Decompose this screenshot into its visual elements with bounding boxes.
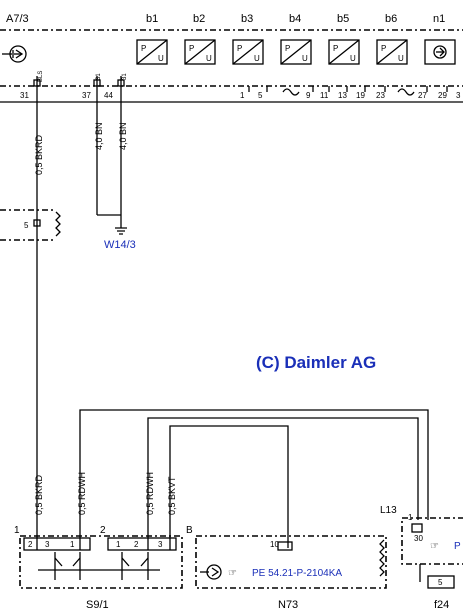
n73-reference: PE 54.21-P-2104KA — [252, 568, 342, 579]
sensor-box-b5: P U — [328, 39, 360, 65]
pin-44: 44 — [104, 91, 113, 100]
wire-label-top-bn2: 4,0 BN — [118, 122, 128, 150]
svg-text:2: 2 — [134, 540, 139, 549]
component-label-b5: b5 — [337, 13, 349, 25]
connector-label-bls: BLS — [38, 71, 44, 82]
ground-point-label: W14/3 — [104, 239, 136, 251]
wire-bkvt — [169, 425, 289, 550]
svg-text:P: P — [285, 44, 290, 53]
svg-text:2: 2 — [28, 540, 33, 549]
svg-text:U: U — [158, 54, 164, 63]
sensor-box-b1: P U — [136, 39, 168, 65]
pin-3: 3 — [456, 91, 461, 100]
switch-s9-label: S9/1 — [86, 599, 109, 611]
svg-text:U: U — [398, 54, 404, 63]
pin-29: 29 — [438, 91, 447, 100]
svg-text:P: P — [237, 44, 242, 53]
svg-text:1: 1 — [14, 525, 20, 536]
component-label-b6: b6 — [385, 13, 397, 25]
strip-ticks — [33, 76, 448, 102]
pin-5: 5 — [258, 91, 263, 100]
sensor-box-b6: P U — [376, 39, 408, 65]
component-label-a7-3: A7/3 — [6, 13, 29, 25]
wire-label-bottom-rdwh2: 0,5 RDWH — [145, 472, 155, 515]
svg-text:1: 1 — [70, 540, 75, 549]
ground-symbol — [115, 227, 127, 235]
sensor-box-b3: P U — [232, 39, 264, 65]
connector-label-31b: 31 — [122, 73, 128, 80]
svg-text:U: U — [350, 54, 356, 63]
wire-rdwh-loop-1 — [79, 409, 429, 550]
component-label-b4: b4 — [289, 13, 301, 25]
sensor-box-n1 — [424, 39, 456, 65]
svg-text:B: B — [186, 525, 193, 536]
svg-text:U: U — [254, 54, 260, 63]
module-n73: B 10 ☞ PE 54.21-P-2104KA N73 — [186, 525, 387, 611]
svg-text:2: 2 — [100, 525, 106, 536]
svg-text:P: P — [141, 44, 146, 53]
wire-label-top-bkrd: 0,5 BKRD — [34, 134, 44, 175]
pin-1: 1 — [240, 91, 245, 100]
module-l13: L13 1 30 ☞ P 5 f24 — [380, 505, 463, 611]
svg-text:U: U — [302, 54, 308, 63]
svg-text:10: 10 — [270, 540, 279, 549]
module-n73-label: N73 — [278, 599, 298, 611]
pin-11: 11 — [320, 91, 329, 100]
hand-pointer-icon: ☞ — [228, 568, 237, 579]
component-label-b2: b2 — [193, 13, 205, 25]
fuse-label: f24 — [434, 599, 449, 611]
svg-text:1: 1 — [116, 540, 121, 549]
switch-s9-1: 1 2 2 3 1 1 2 3 S9/1 — [14, 525, 183, 611]
sensor-box-b2: P U — [184, 39, 216, 65]
svg-text:3: 3 — [45, 540, 50, 549]
svg-text:5: 5 — [438, 578, 443, 587]
pin-23: 23 — [376, 91, 385, 100]
svg-text:3: 3 — [158, 540, 163, 549]
watermark-text: (C) Daimler AG — [256, 353, 376, 372]
svg-text:P: P — [381, 44, 386, 53]
sensor-symbol-a7-3 — [2, 45, 27, 63]
svg-text:U: U — [206, 54, 212, 63]
sensor-box-b4: P U — [280, 39, 312, 65]
svg-text:5: 5 — [24, 221, 29, 230]
wire-label-bottom-bkrd: 0,5 BKRD — [34, 474, 44, 515]
pin-27: 27 — [418, 91, 427, 100]
svg-text:P: P — [189, 44, 194, 53]
svg-text:1: 1 — [408, 513, 413, 522]
pin-31: 31 — [20, 91, 29, 100]
l13-reference: P — [454, 541, 461, 552]
svg-text:30: 30 — [414, 534, 423, 543]
hand-pointer-icon-l13: ☞ — [430, 541, 439, 552]
connector-label-31a: 31 — [96, 73, 102, 80]
svg-text:L13: L13 — [380, 505, 397, 516]
wire-rdwh-loop-2 — [147, 417, 419, 550]
wire-label-bottom-bkvt: 0,5 BKVT — [167, 476, 177, 515]
pin-37: 37 — [82, 91, 91, 100]
pin-9: 9 — [306, 91, 311, 100]
left-connector-5: 5 — [0, 209, 61, 241]
wire-label-top-bn1: 4,0 BN — [94, 122, 104, 150]
component-label-n1: n1 — [433, 13, 445, 25]
component-label-b1: b1 — [146, 13, 158, 25]
component-label-b3: b3 — [241, 13, 253, 25]
svg-text:P: P — [333, 44, 338, 53]
wire-label-bottom-rdwh1: 0,5 RDWH — [77, 472, 87, 515]
pin-19: 19 — [356, 91, 365, 100]
pin-13: 13 — [338, 91, 347, 100]
